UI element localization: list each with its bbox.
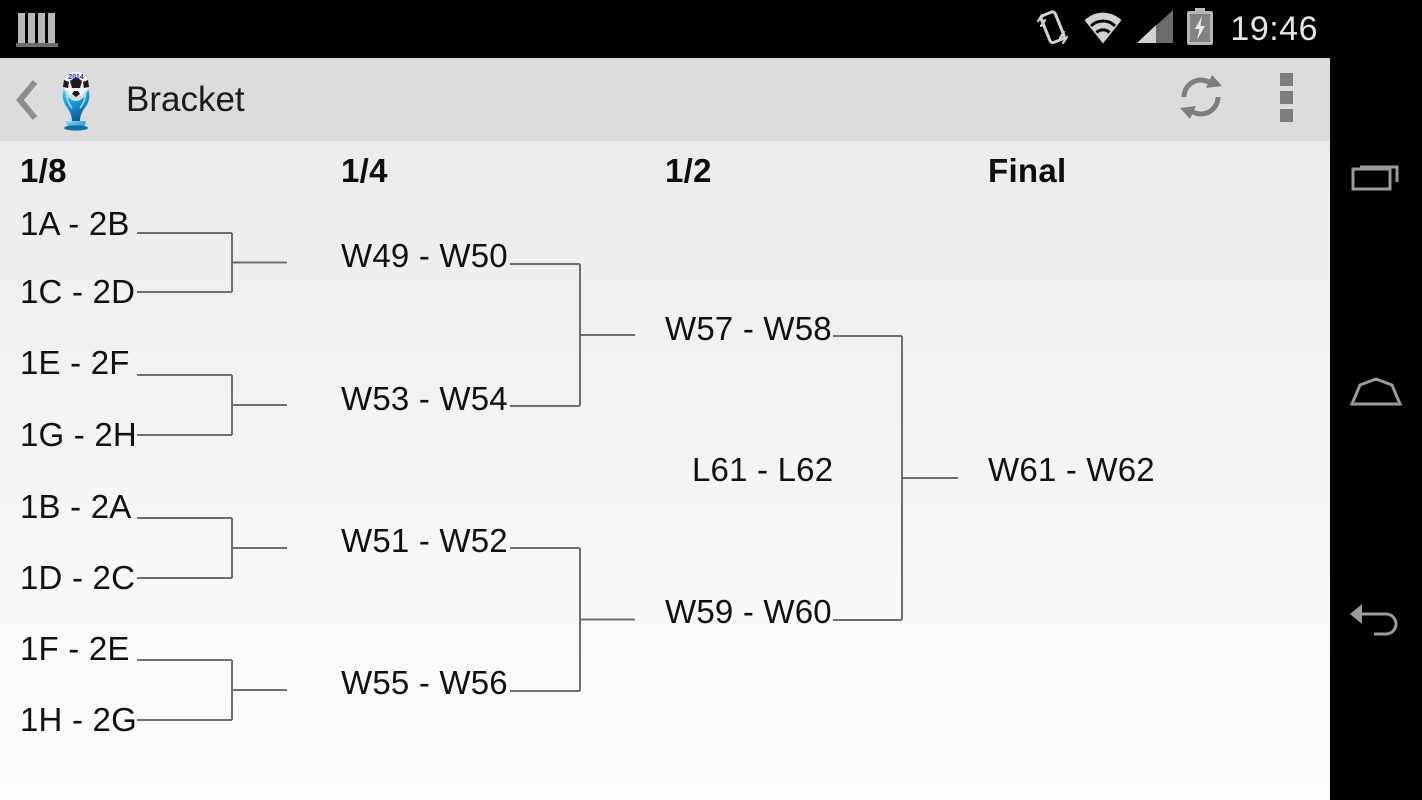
back-button[interactable] [1330,576,1422,668]
match-label-m59[interactable]: W51 - W52 [341,522,508,559]
match-label-m58[interactable]: W53 - W54 [341,380,508,417]
page-title: Bracket [126,79,245,119]
svg-text:2014: 2014 [68,74,84,81]
match-label-m63[interactable]: W61 - W62 [988,451,1155,488]
match-label-m61[interactable]: W57 - W58 [665,310,832,347]
home-button[interactable] [1330,348,1422,440]
match-label-m52[interactable]: 1D - 2C [20,559,136,596]
action-bar: 2014 Bracket [0,58,1330,148]
cellular-signal-icon [1137,9,1174,49]
match-label-m54[interactable]: 1G - 2H [20,416,137,453]
status-bar-icons: 19:46 [1035,0,1318,58]
refresh-button[interactable] [1158,58,1244,141]
match-label-m51[interactable]: 1B - 2A [20,488,132,525]
recents-icon [1351,158,1401,199]
round-header-qf: 1/4 [341,152,388,189]
back-icon [1348,600,1404,645]
recents-button[interactable] [1330,132,1422,224]
android-navigation-bar [1330,0,1422,800]
match-label-m62[interactable]: W59 - W60 [665,593,832,630]
status-bar-clock: 19:46 [1230,9,1318,48]
wifi-icon [1082,10,1124,49]
match-label-m57[interactable]: W49 - W50 [341,237,508,274]
match-label-m55[interactable]: 1F - 2E [20,630,130,667]
match-label-m53[interactable]: 1E - 2F [20,344,130,381]
bracket-content[interactable]: 1/8 1/4 1/2 Final 1A - 2B 1C - 2D 1E - 2F 1G - … [0,141,1330,800]
battery-charging-icon [1186,7,1214,51]
refresh-icon [1172,68,1230,131]
vibrate-icon [1035,8,1069,51]
match-label-m64[interactable]: L61 - L62 [692,451,834,488]
up-navigation-button[interactable] [8,78,48,122]
world-cup-trophy-icon[interactable]: 2014 [50,69,102,131]
round-header-final: Final [988,152,1067,189]
home-icon [1349,376,1403,412]
overflow-menu-button[interactable] [1244,58,1330,141]
round-header-sf: 1/2 [665,152,712,189]
bracket-connector-lines [137,232,958,721]
match-label-m60[interactable]: W55 - W56 [341,664,508,701]
notification-bars-icon [14,7,60,56]
match-label-m49[interactable]: 1A - 2B [20,205,130,242]
match-label-m56[interactable]: 1H - 2G [20,701,137,738]
overflow-menu-icon [1280,71,1294,128]
round-header-r16: 1/8 [20,152,67,189]
status-bar: 19:46 [0,0,1330,58]
phone-viewport: 19:46 [0,0,1330,800]
match-label-m50[interactable]: 1C - 2D [20,273,136,310]
